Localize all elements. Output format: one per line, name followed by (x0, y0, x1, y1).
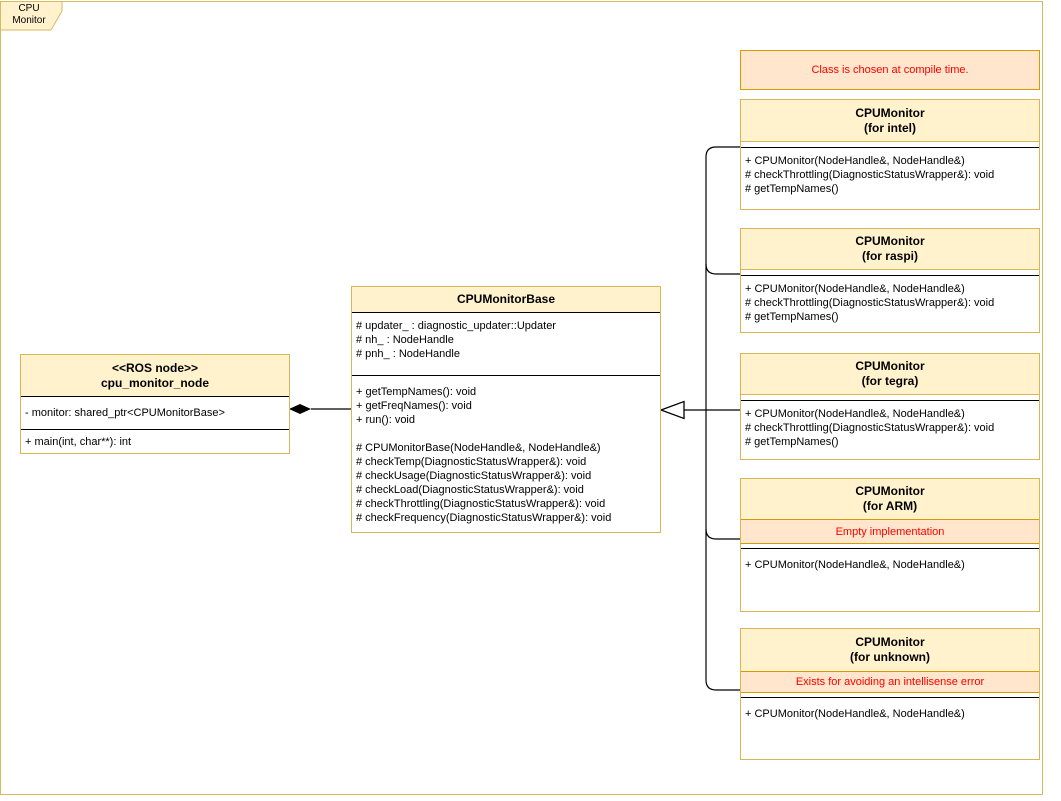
class-cpu-monitor-node-header: <<ROS node>> cpu_monitor_node (21, 355, 289, 396)
class-name: CPUMonitorBase (456, 292, 555, 306)
methods-compartment: + CPUMonitor(NodeHandle&, NodeHandle&) #… (741, 275, 1039, 332)
class-cpu-monitor-node[interactable]: <<ROS node>> cpu_monitor_node - monitor:… (20, 354, 290, 454)
methods-compartment: + getTempNames(): void + getFreqNames():… (352, 375, 660, 532)
method-line: + CPUMonitor(NodeHandle&, NodeHandle&) (745, 283, 965, 295)
method-line-blank (352, 427, 660, 441)
method-line: # checkLoad(DiagnosticStatusWrapper&): v… (356, 484, 584, 496)
class-name: CPUMonitor (855, 635, 925, 649)
compartment-gap (741, 544, 1039, 548)
empty-attributes-compartment (741, 142, 1039, 147)
attribute-line: # pnh_ : NodeHandle (356, 348, 460, 360)
method-line: + CPUMonitor(NodeHandle&, NodeHandle&) (745, 155, 965, 167)
note-intellisense: Exists for avoiding an intellisense erro… (741, 671, 1039, 693)
method-line: # CPUMonitorBase(NodeHandle&, NodeHandle… (356, 442, 601, 454)
method-line: + CPUMonitor(NodeHandle&, NodeHandle&) (745, 408, 965, 420)
class-cpu-monitor-tegra[interactable]: CPUMonitor (for tegra) + CPUMonitor(Node… (740, 353, 1040, 460)
class-cpu-monitor-base-header: CPUMonitorBase (352, 287, 660, 312)
class-cpu-monitor-raspi-header: CPUMonitor (for raspi) (741, 229, 1039, 270)
class-cpu-monitor-arm[interactable]: CPUMonitor (for ARM) Empty implementatio… (740, 478, 1040, 612)
method-line: # checkThrottling(DiagnosticStatusWrappe… (745, 297, 995, 309)
class-cpu-monitor-arm-header: CPUMonitor (for ARM) (741, 479, 1039, 519)
generalization-trunk[interactable] (705, 146, 740, 691)
page-border (0, 1, 1043, 795)
class-name: CPUMonitor (855, 484, 925, 498)
class-variant: (for unknown) (850, 650, 930, 664)
methods-compartment: + main(int, char**): int (21, 429, 289, 453)
class-variant: (for raspi) (861, 249, 918, 263)
generalization-edge-raspi[interactable] (705, 263, 740, 275)
class-cpu-monitor-base[interactable]: CPUMonitorBase # updater_ : diagnostic_u… (351, 286, 661, 533)
class-name: CPUMonitor (855, 105, 925, 120)
empty-attributes-compartment (741, 395, 1039, 400)
class-cpu-monitor-unknown-header: CPUMonitor (for unknown) (741, 629, 1039, 671)
composition-diamond-icon (289, 404, 311, 414)
generalization-edge-arm[interactable] (705, 528, 740, 540)
method-line: + run(): void (356, 414, 415, 426)
page-tab-shape[interactable] (0, 1, 63, 31)
method-line: + CPUMonitor(NodeHandle&, NodeHandle&) (745, 559, 965, 571)
method-line: # getTempNames() (745, 183, 839, 195)
attribute-line: # nh_ : NodeHandle (356, 334, 454, 346)
method-line: # checkTemp(DiagnosticStatusWrapper&): v… (356, 456, 587, 468)
method-line: # checkFrequency(DiagnosticStatusWrapper… (356, 512, 612, 524)
note-compile-time-text: Class is chosen at compile time. (811, 64, 969, 76)
method-line: # checkThrottling(DiagnosticStatusWrappe… (356, 498, 606, 510)
class-variant: (for tegra) (861, 374, 919, 388)
empty-attributes-compartment (741, 270, 1039, 275)
method-line: + main(int, char**): int (25, 435, 132, 448)
method-line: # getTempNames() (745, 436, 839, 448)
attribute-line: # updater_ : diagnostic_updater::Updater (356, 320, 556, 332)
class-cpu-monitor-tegra-header: CPUMonitor (for tegra) (741, 354, 1039, 395)
class-variant: (for intel) (864, 120, 916, 135)
class-cpu-monitor-raspi[interactable]: CPUMonitor (for raspi) + CPUMonitor(Node… (740, 228, 1040, 333)
methods-compartment: + CPUMonitor(NodeHandle&, NodeHandle&) (741, 697, 1039, 759)
method-line: + getFreqNames(): void (356, 400, 472, 412)
method-line: + getTempNames(): void (356, 386, 477, 398)
class-name: cpu_monitor_node (100, 375, 209, 390)
class-name: CPUMonitor (855, 234, 925, 248)
note-text: Exists for avoiding an intellisense erro… (795, 676, 985, 688)
class-stereotype: <<ROS node>> (111, 360, 199, 375)
note-compile-time[interactable]: Class is chosen at compile time. (740, 50, 1040, 90)
class-name: CPUMonitor (855, 359, 925, 373)
method-line: # checkUsage(DiagnosticStatusWrapper&): … (356, 470, 592, 482)
attributes-compartment: # updater_ : diagnostic_updater::Updater… (352, 312, 660, 375)
page-tab-line2: Monitor (12, 15, 46, 26)
page-tab-line1: CPU (18, 3, 40, 14)
note-empty-implementation: Empty implementation (741, 519, 1039, 544)
method-line: # checkThrottling(DiagnosticStatusWrappe… (745, 422, 995, 434)
method-line: # getTempNames() (745, 311, 839, 323)
compartment-gap (741, 693, 1039, 697)
inheritance-triangle-icon (659, 400, 685, 420)
methods-compartment: + CPUMonitor(NodeHandle&, NodeHandle&) #… (741, 400, 1039, 459)
class-cpu-monitor-intel-header: CPUMonitor (for intel) (741, 100, 1039, 142)
class-cpu-monitor-unknown[interactable]: CPUMonitor (for unknown) Exists for avoi… (740, 628, 1040, 760)
page-tab[interactable]: CPU Monitor (0, 3, 58, 27)
note-text: Empty implementation (835, 525, 945, 538)
class-cpu-monitor-intel[interactable]: CPUMonitor (for intel) + CPUMonitor(Node… (740, 99, 1040, 210)
attributes-compartment: - monitor: shared_ptr<CPUMonitorBase> (21, 396, 289, 429)
method-line: + CPUMonitor(NodeHandle&, NodeHandle&) (745, 708, 965, 720)
class-variant: (for ARM) (862, 499, 918, 513)
attribute-line: - monitor: shared_ptr<CPUMonitorBase> (25, 407, 225, 419)
methods-compartment: + CPUMonitor(NodeHandle&, NodeHandle&) #… (741, 147, 1039, 209)
methods-compartment: + CPUMonitor(NodeHandle&, NodeHandle&) (741, 548, 1039, 611)
method-line: # checkThrottling(DiagnosticStatusWrappe… (745, 169, 995, 181)
